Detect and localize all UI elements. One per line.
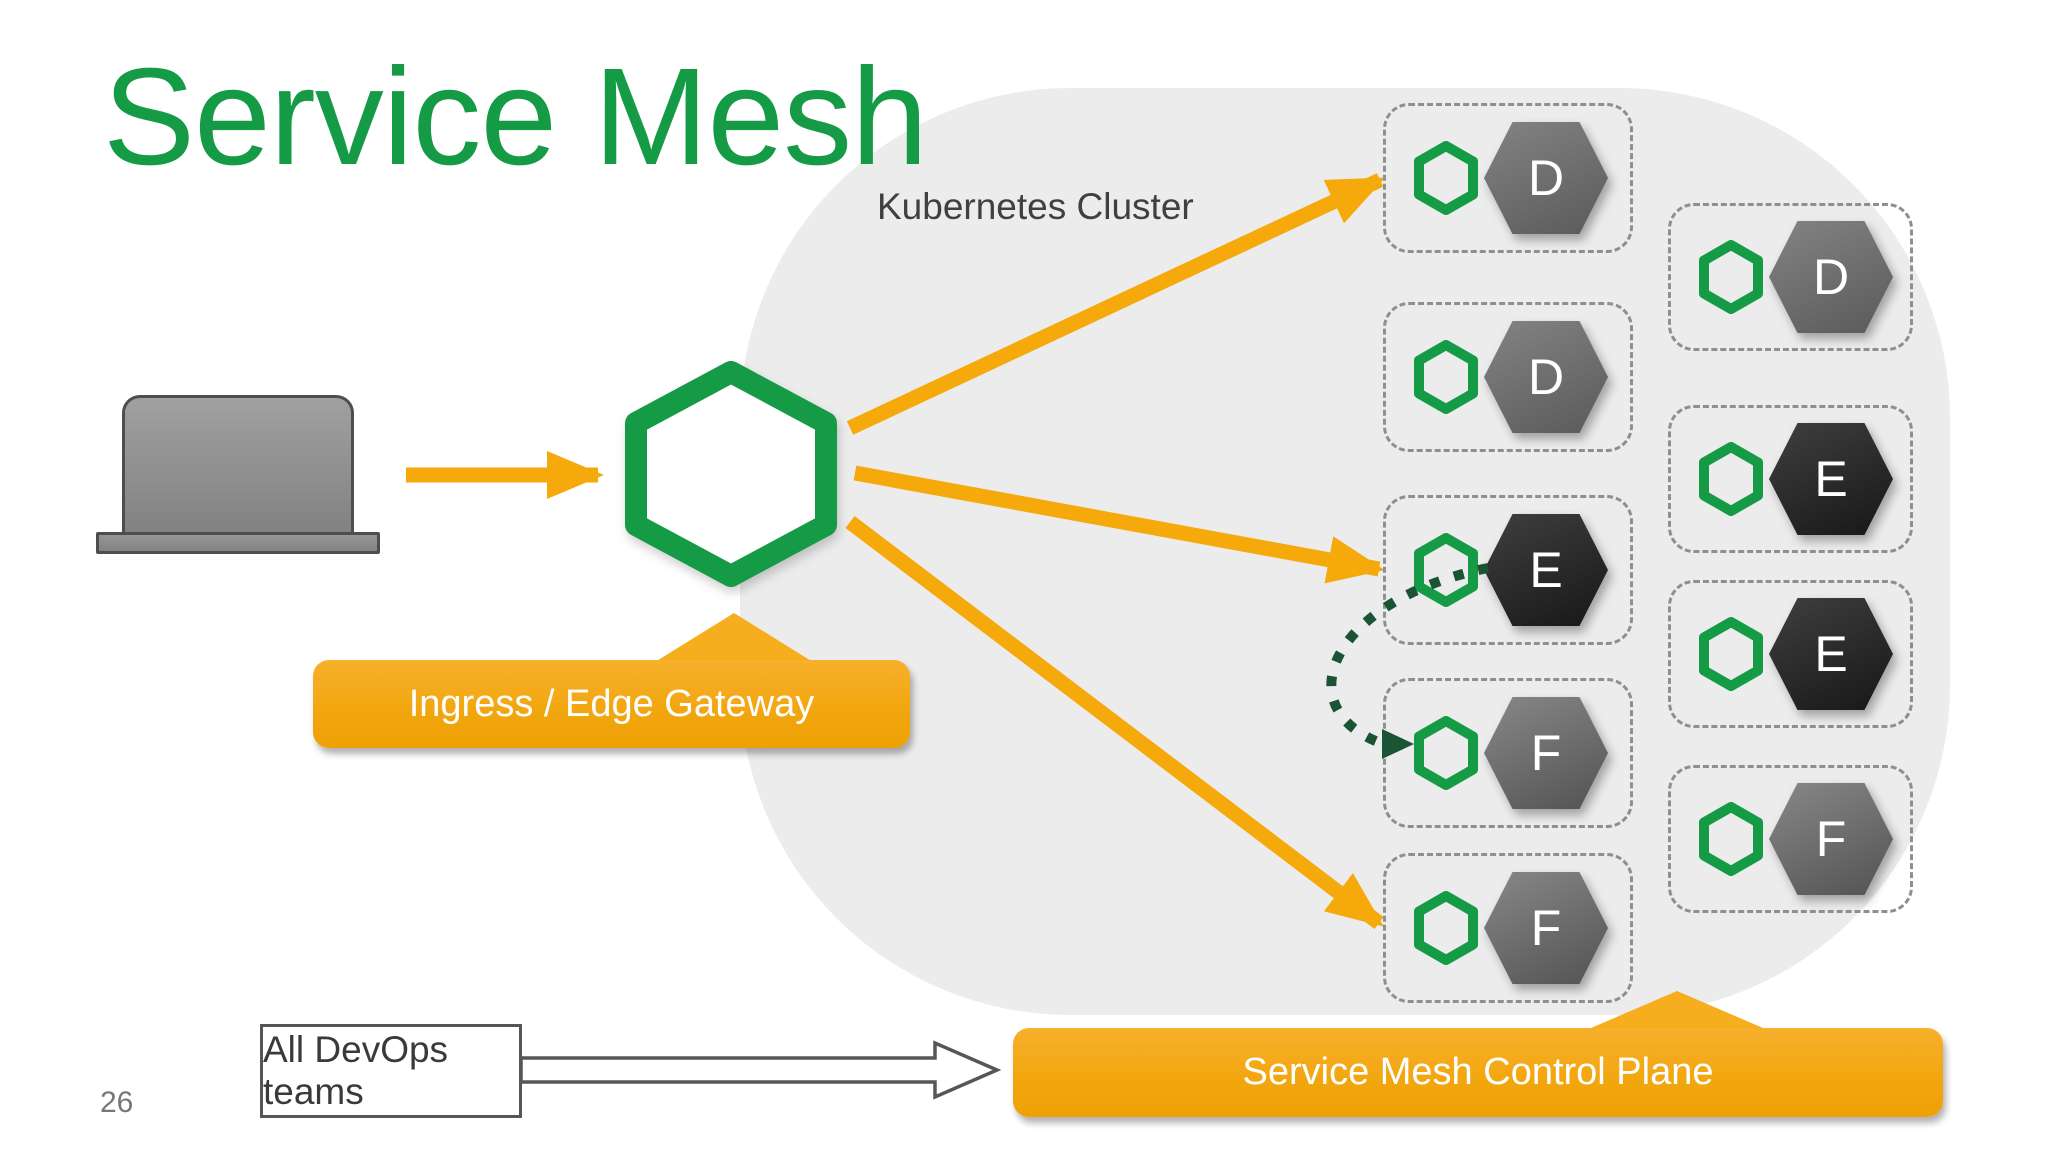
service-hexagon: D <box>1769 221 1893 333</box>
service-hexagon-shape: E <box>1769 423 1893 535</box>
service-hexagon-shape: D <box>1484 321 1608 433</box>
service-letter: F <box>1815 811 1847 867</box>
pod-left-5: F <box>1383 853 1633 1003</box>
controlplane-banner: Service Mesh Control Plane <box>1013 1028 1943 1117</box>
sidecar-proxy-hexagon-icon <box>1414 716 1478 790</box>
service-hexagon-shape: D <box>1484 122 1608 234</box>
service-letter: D <box>1812 249 1850 305</box>
sidecar-proxy-hexagon-icon <box>1414 891 1478 965</box>
service-hexagon: E <box>1484 514 1608 626</box>
service-hexagon-shape: E <box>1769 598 1893 710</box>
laptop-icon <box>122 395 354 535</box>
pod-left-1: D <box>1383 103 1633 253</box>
ingress-gateway-callout: Ingress / Edge Gateway <box>313 660 910 748</box>
service-hexagon-shape: F <box>1769 783 1893 895</box>
pod-right-4: F <box>1668 765 1913 913</box>
service-letter: D <box>1527 150 1565 206</box>
sidecar-proxy-hexagon-icon <box>1699 617 1763 691</box>
service-letter: E <box>1529 542 1563 598</box>
service-hexagon: F <box>1484 872 1608 984</box>
cluster-label: Kubernetes Cluster <box>877 186 1194 227</box>
pod-left-3: E <box>1383 495 1633 645</box>
page-number: 26 <box>100 1086 134 1119</box>
sidecar-proxy-hexagon-icon <box>1699 442 1763 516</box>
pod-right-1: D <box>1668 203 1913 351</box>
service-hexagon: E <box>1769 598 1893 710</box>
pod-left-4: F <box>1383 678 1633 828</box>
service-hexagon: E <box>1769 423 1893 535</box>
service-hexagon: F <box>1769 783 1893 895</box>
service-letter: E <box>1814 451 1848 507</box>
sidecar-proxy-hexagon-icon <box>1414 340 1478 414</box>
laptop-base <box>96 532 380 554</box>
sidecar-proxy-hexagon-icon <box>1414 141 1478 215</box>
service-letter: E <box>1814 626 1848 682</box>
sidecar-proxy-hexagon-icon <box>1414 533 1478 607</box>
devops-teams-box: All DevOps teams <box>260 1024 522 1118</box>
service-hexagon-shape: D <box>1769 221 1893 333</box>
service-hexagon: D <box>1484 122 1608 234</box>
service-hexagon-shape: F <box>1484 697 1608 809</box>
pod-right-3: E <box>1668 580 1913 728</box>
service-letter: F <box>1530 725 1562 781</box>
service-letter: F <box>1530 900 1562 956</box>
service-hexagon: F <box>1484 697 1608 809</box>
page-title: Service Mesh <box>103 40 928 194</box>
pod-left-2: D <box>1383 302 1633 452</box>
service-hexagon-shape: E <box>1484 514 1608 626</box>
service-letter: D <box>1527 349 1565 405</box>
service-hexagon-shape: F <box>1484 872 1608 984</box>
pod-right-2: E <box>1668 405 1913 553</box>
devops-to-controlplane-arrow <box>519 1040 1002 1100</box>
sidecar-proxy-hexagon-icon <box>1699 802 1763 876</box>
sidecar-proxy-hexagon-icon <box>1699 240 1763 314</box>
service-hexagon: D <box>1484 321 1608 433</box>
